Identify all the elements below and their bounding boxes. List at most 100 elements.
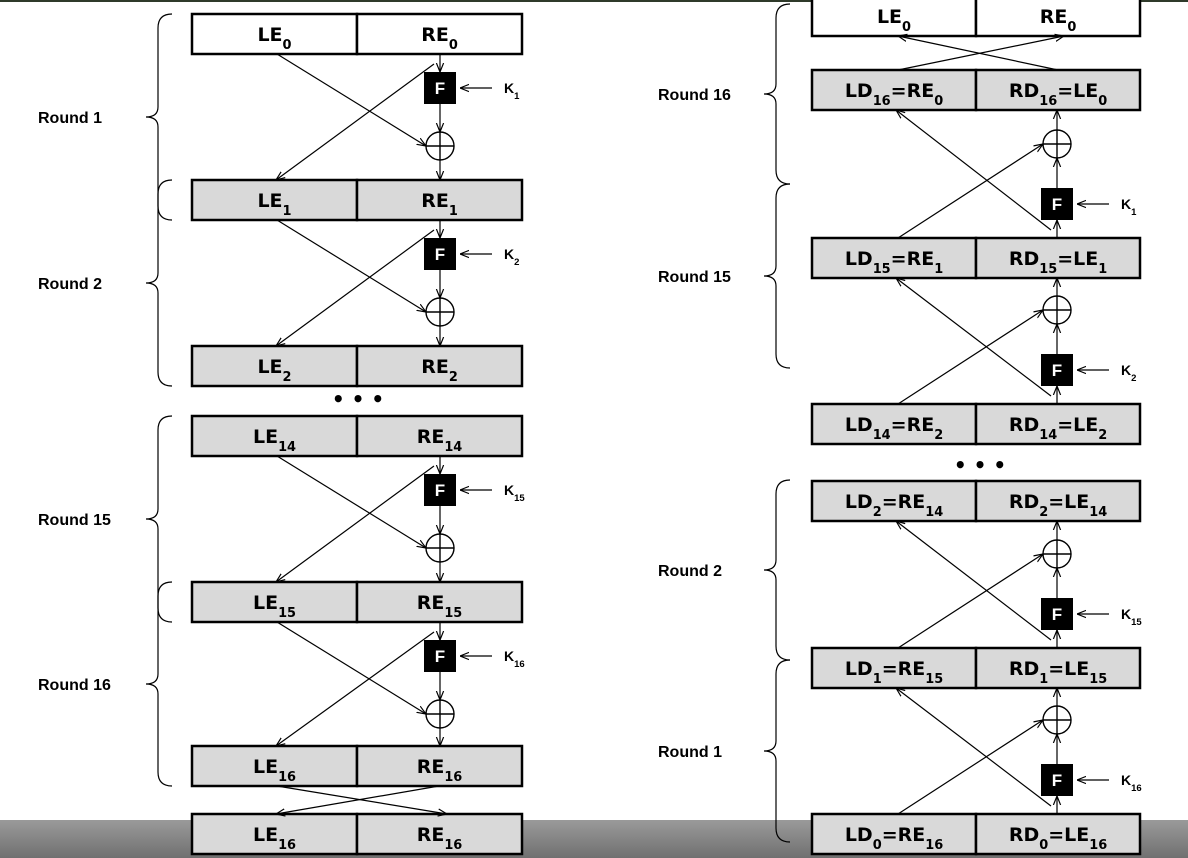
dec-block-right-label: RD15=LE1 — [1009, 248, 1107, 277]
dec-block-right-cell — [974, 402, 1142, 446]
dec-block-right-cell — [974, 236, 1142, 280]
dec-block-left-label: LD14=RE2 — [845, 414, 943, 443]
dec-block-left-cell — [810, 646, 978, 690]
dec-round-brace — [763, 479, 791, 661]
dec-block-left-label: LD0=RE16 — [845, 824, 943, 853]
dec-round-brace-group: Round 2 — [658, 479, 791, 661]
enc-block-right-label: RE2 — [421, 356, 458, 385]
enc-block-6: LE16 RE16 — [190, 812, 524, 856]
dec-round-brace — [763, 3, 791, 185]
dec-key-label: K16 — [1121, 772, 1142, 794]
enc-left-to-xor-arrow — [276, 455, 426, 548]
enc-key-label: K1 — [504, 80, 520, 102]
enc-f-box — [424, 474, 456, 506]
enc-block-right-label: RE16 — [417, 824, 463, 853]
enc-block-4: LE15 RE15 — [190, 580, 524, 624]
enc-right-to-left-arrow — [276, 631, 435, 746]
enc-round-brace — [145, 179, 173, 387]
dec-round-label: Round 15 — [658, 269, 731, 286]
enc-round-label: Round 1 — [38, 110, 102, 127]
dec-block-left-label: LE0 — [877, 6, 911, 35]
dec-xor-icon — [1042, 539, 1072, 569]
enc-block-1: LE1 RE1 — [190, 178, 524, 222]
enc-left-to-xor-arrow — [276, 53, 426, 146]
enc-block-left-cell — [190, 344, 359, 388]
enc-ellipsis: • • • — [332, 387, 384, 411]
enc-f-box — [424, 640, 456, 672]
enc-block-left-label: LE1 — [257, 190, 291, 219]
enc-round-brace — [145, 415, 173, 623]
enc-key-label: K15 — [504, 482, 525, 504]
enc-block-left-cell — [190, 812, 359, 856]
dec-left-to-xor-arrow — [897, 720, 1043, 815]
dec-block-5: LD1=RE15 RD1=LE15 — [810, 646, 1142, 690]
dec-block-right-cell — [974, 812, 1142, 856]
enc-f-function: F — [424, 238, 456, 270]
dec-round-brace — [763, 183, 791, 369]
enc-f-label: F — [435, 481, 445, 500]
dec-f-function: F — [1041, 598, 1073, 630]
enc-block-0: LE0 RE0 — [190, 12, 524, 56]
enc-block-left-label: LE16 — [253, 824, 296, 853]
dec-block-right-label: RD2=LE14 — [1009, 491, 1107, 520]
enc-f-label: F — [435, 245, 445, 264]
dec-swap-arrow — [898, 36, 1059, 71]
enc-block-right-label: RE16 — [417, 756, 463, 785]
dec-final-swap — [897, 36, 1064, 71]
dec-round-label: Round 16 — [658, 87, 731, 104]
dec-f-label: F — [1052, 361, 1062, 380]
enc-block-right-label: RE14 — [417, 426, 463, 455]
dec-round-label: Round 1 — [658, 744, 722, 761]
dec-block-left-label: LD2=RE14 — [845, 491, 943, 520]
dec-block-left-cell — [810, 479, 978, 523]
dec-f-function: F — [1041, 764, 1073, 796]
enc-f-function: F — [424, 640, 456, 672]
top-edge-strip — [0, 0, 1188, 2]
enc-final-swap — [276, 785, 447, 814]
dec-block-left-label: LD1=RE15 — [845, 658, 943, 687]
dec-f-function: F — [1041, 188, 1073, 220]
dec-xor-icon — [1042, 295, 1072, 325]
dec-f-box — [1041, 188, 1073, 220]
dec-block-0: LE0 RE0 — [810, 0, 1142, 38]
enc-round-label: Round 15 — [38, 512, 111, 529]
enc-xor-icon — [425, 131, 455, 161]
enc-block-left-label: LE15 — [253, 592, 296, 621]
dec-block-right-label: RD1=LE15 — [1009, 658, 1107, 687]
dec-round-4: F K16 — [896, 688, 1142, 815]
enc-block-right-label: RE15 — [417, 592, 463, 621]
enc-round-label: Round 2 — [38, 276, 102, 293]
dec-block-left-cell — [810, 236, 978, 280]
dec-key-label: K15 — [1121, 606, 1142, 628]
enc-right-to-left-arrow — [276, 465, 435, 582]
enc-block-right-label: RE0 — [421, 24, 458, 53]
dec-ellipsis: • • • — [954, 453, 1006, 477]
dec-f-box — [1041, 764, 1073, 796]
dec-swap-arrow — [897, 36, 1064, 71]
enc-right-to-left-arrow — [276, 229, 435, 346]
enc-xor-icon — [425, 297, 455, 327]
enc-block-left-label: LE0 — [257, 24, 291, 53]
enc-block-left-label: LE2 — [257, 356, 291, 385]
enc-xor-icon — [425, 699, 455, 729]
enc-left-to-xor-arrow — [276, 621, 426, 714]
dec-block-4: LD2=RE14 RD2=LE14 — [810, 479, 1142, 523]
enc-f-box — [424, 238, 456, 270]
enc-block-left-label: LE14 — [253, 426, 296, 455]
enc-block-left-cell — [190, 12, 359, 56]
dec-block-right-label: RE0 — [1040, 6, 1077, 35]
enc-block-right-label: RE1 — [421, 190, 458, 219]
enc-f-label: F — [435, 79, 445, 98]
enc-f-box — [424, 72, 456, 104]
enc-round-brace — [145, 581, 173, 787]
enc-block-2: LE2 RE2 — [190, 344, 524, 388]
